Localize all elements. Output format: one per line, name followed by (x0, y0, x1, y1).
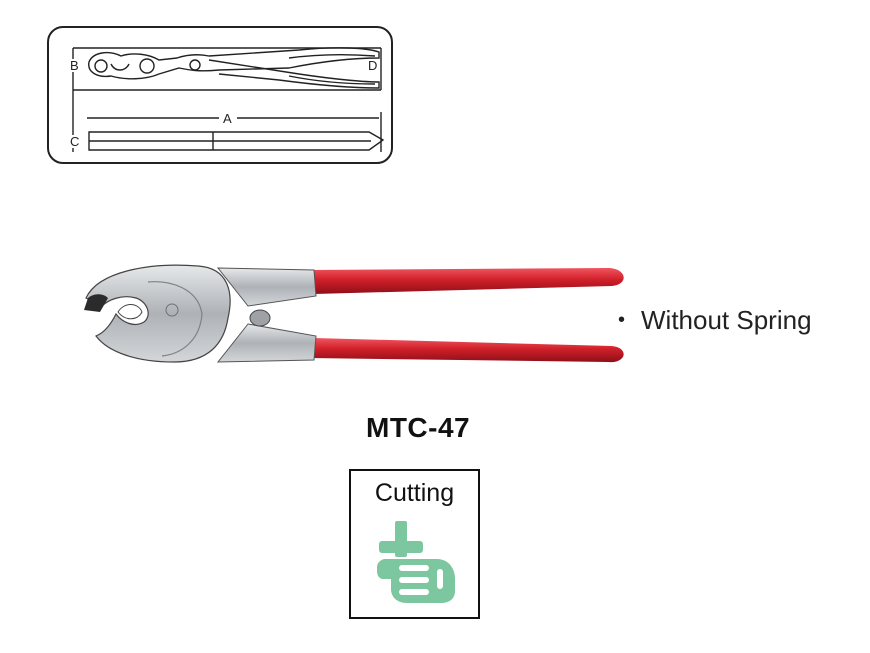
dimension-label-b: B (69, 58, 80, 73)
dimension-label-d: D (367, 58, 379, 73)
feature-note: • Without Spring (618, 305, 812, 336)
dimension-label-c: C (69, 134, 81, 149)
function-badge: Cutting (349, 469, 480, 619)
feature-text: Without Spring (641, 305, 812, 335)
function-label: Cutting (374, 479, 455, 507)
model-number: MTC-47 (366, 412, 471, 443)
bullet-icon: • (618, 309, 626, 331)
plier-outline-drawing (72, 47, 385, 152)
cable-cutter-photo (84, 264, 624, 363)
dimension-diagram: B D A C (47, 26, 393, 164)
dimension-label-a: A (222, 111, 233, 126)
hand-cutting-icon (377, 521, 455, 603)
